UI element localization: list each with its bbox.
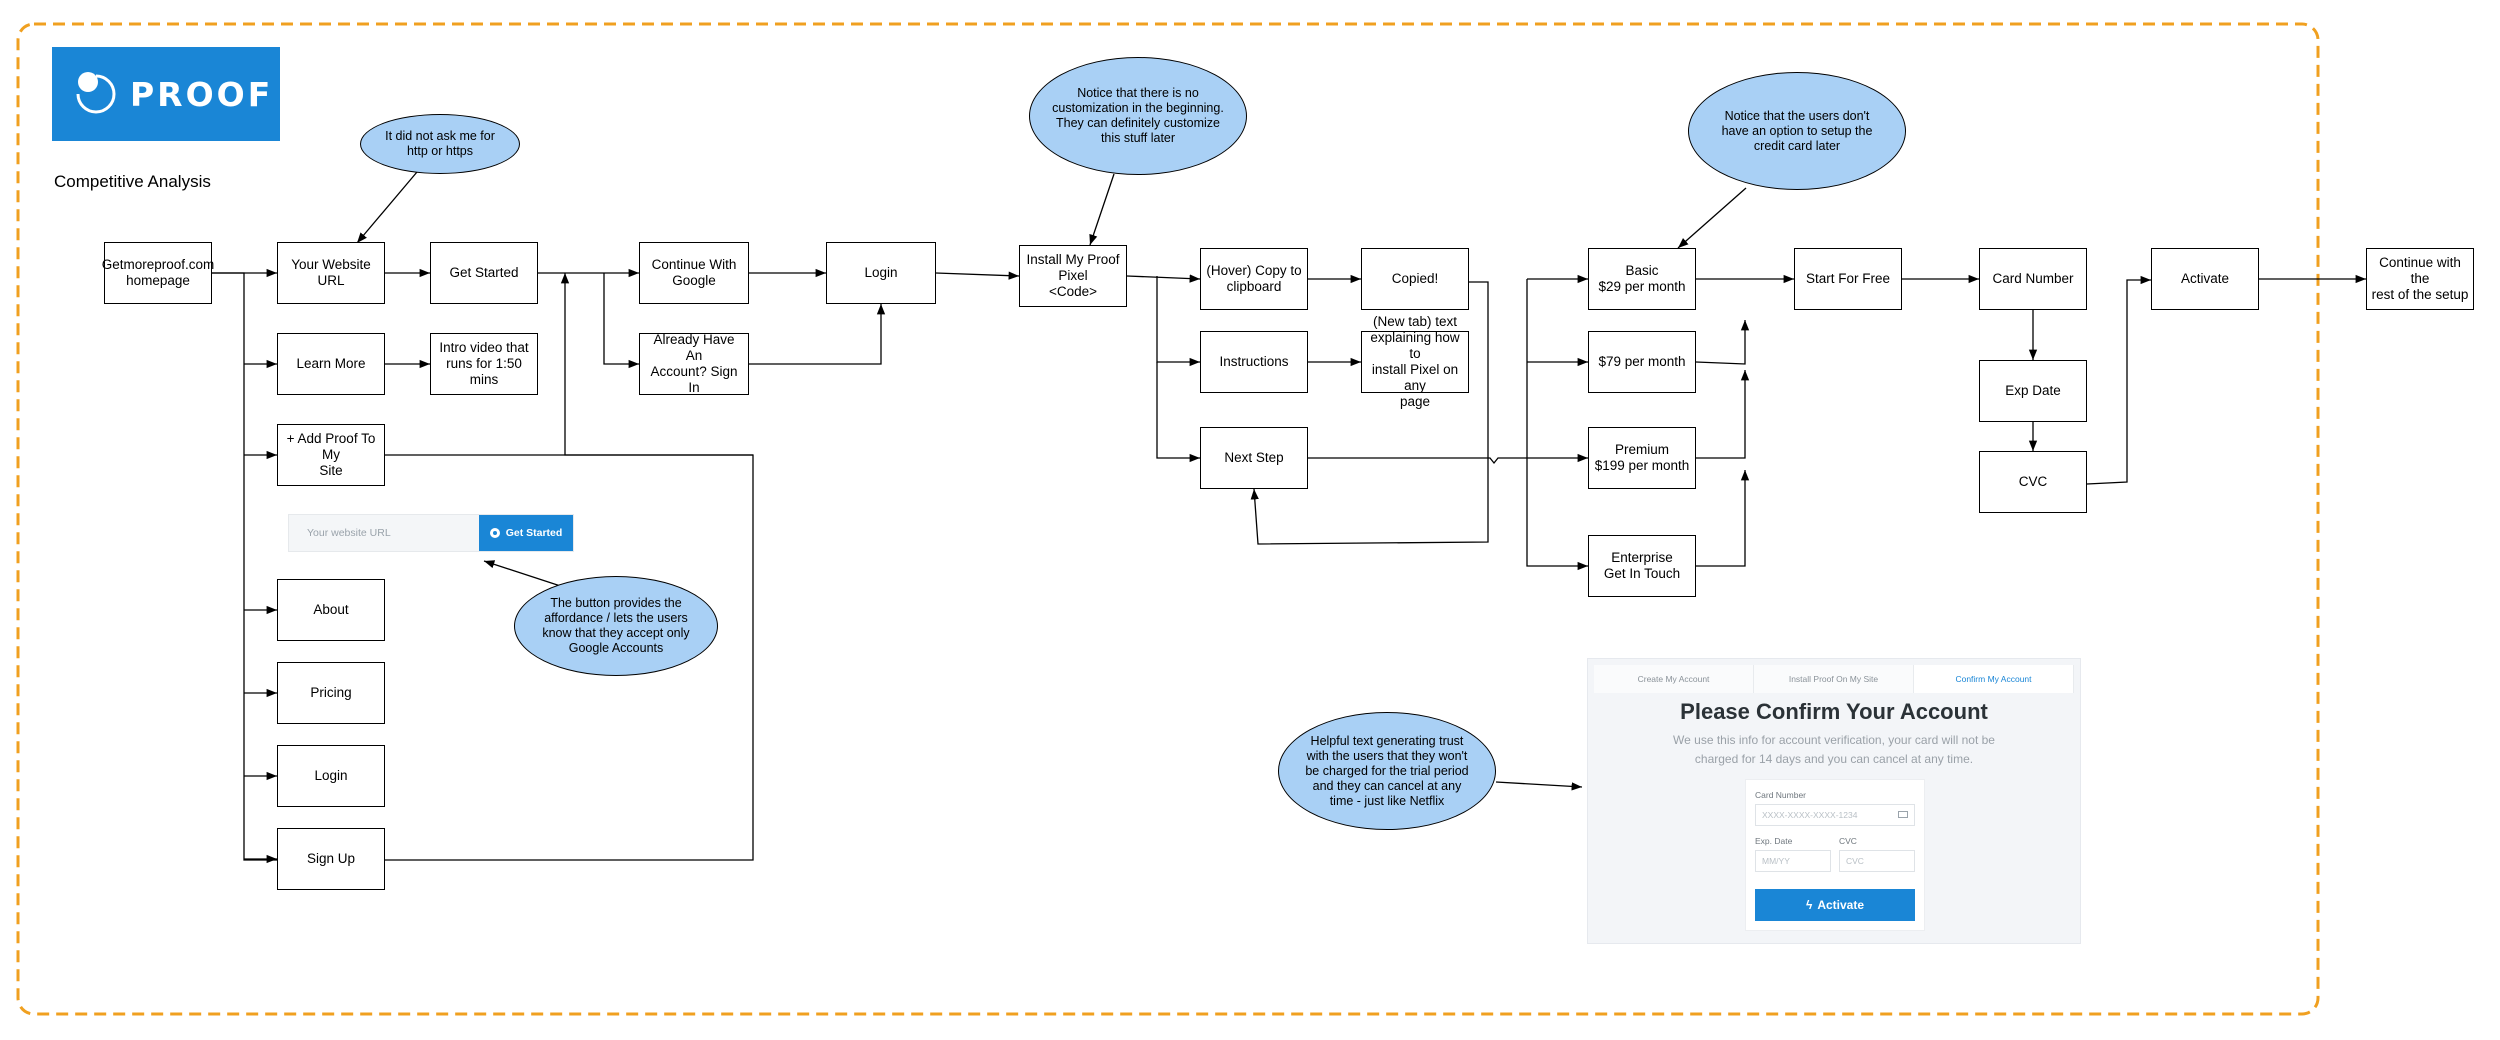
mock-card-number-placeholder: XXXX-XXXX-XXXX-1234 [1762, 810, 1858, 820]
node-enterprise-plan: Enterprise Get In Touch [1588, 535, 1696, 597]
mock-cvc-field: CVC [1839, 850, 1915, 872]
connector-11 [560, 273, 753, 456]
node-intro-video: Intro video that runs for 1:50 mins [430, 333, 538, 395]
credit-card-icon [1898, 811, 1908, 818]
connector-34 [2086, 275, 2151, 485]
node-add-proof: + Add Proof To My Site [277, 424, 385, 486]
connector-17 [1126, 274, 1201, 283]
google-icon [489, 528, 500, 538]
node-homepage: Getmoreproof.com homepage [102, 242, 214, 304]
node-login: Login [826, 242, 936, 304]
node-start-free: Start For Free [1794, 248, 1902, 310]
node-basic-plan: Basic $29 per month [1588, 248, 1696, 310]
connector-30 [1696, 470, 1750, 567]
mock-card-number-label: Card Number [1755, 790, 1807, 800]
node-79-plan: $79 per month [1588, 331, 1696, 393]
connector-25 [1526, 279, 1588, 571]
mock-card-number-field: XXXX-XXXX-XXXX-1234 [1755, 804, 1915, 826]
connector-40 [1495, 781, 1583, 791]
node-learn-more: Learn More [277, 333, 385, 395]
connector-13 [603, 273, 639, 369]
connector-16 [935, 271, 1020, 280]
connector-37 [1089, 173, 1115, 246]
mock-get-started-button: Get Started [479, 515, 573, 551]
connector-15 [749, 304, 886, 365]
connector-29 [1696, 370, 1750, 459]
connector-23 [1308, 453, 1588, 465]
node-next-step: Next Step [1200, 427, 1308, 489]
node-pricing: Pricing [277, 662, 385, 724]
mock-confirm-subtitle: We use this info for account verificatio… [1673, 733, 1995, 766]
node-card-number: Card Number [1979, 248, 2087, 310]
connector-lines [212, 171, 2366, 864]
mock-cvc-placeholder: CVC [1846, 856, 1864, 866]
node-website-url: Your Website URL [277, 242, 385, 304]
node-hover-copy: (Hover) Copy to clipboard [1200, 248, 1308, 310]
node-sign-up: Sign Up [277, 828, 385, 890]
mock-confirm-title: Please Confirm Your Account [1680, 699, 1988, 724]
website-url-placeholder: Your website URL [307, 527, 391, 539]
proof-logo-text: PROOF [130, 74, 274, 114]
connector-1 [212, 272, 277, 861]
proof-logo: PROOF [52, 47, 280, 141]
note-trust: Helpful text generating trust with the u… [1278, 712, 1496, 830]
node-continue-setup: Continue with the rest of the setup [2366, 248, 2474, 310]
confirm-account-mockup: Create My Account Install Proof On My Si… [1587, 658, 2081, 944]
mock-tabs: Create My Account Install Proof On My Si… [1594, 665, 2074, 693]
node-activate: Activate [2151, 248, 2259, 310]
node-new-tab-text: (New tab) text explaining how to install… [1361, 314, 1469, 409]
note-http: It did not ask me for http or https [360, 114, 520, 174]
node-already-account: Already Have An Account? Sign In [639, 332, 749, 395]
node-about: About [277, 579, 385, 641]
node-premium-plan: Premium $199 per month [1588, 427, 1696, 489]
node-exp-date: Exp Date [1979, 360, 2087, 422]
mock-exp-placeholder: MM/YY [1762, 856, 1790, 866]
mock-exp-label: Exp. Date [1755, 836, 1793, 846]
node-get-started: Get Started [430, 242, 538, 304]
node-instructions: Instructions [1200, 331, 1308, 393]
connector-38 [1677, 187, 1747, 249]
node-copied: Copied! [1361, 248, 1469, 310]
mock-cvc-label: CVC [1839, 836, 1857, 846]
node-cvc: CVC [1979, 451, 2087, 513]
mock-get-started-label: Get Started [505, 527, 563, 539]
mock-tab-install-proof: Install Proof On My Site [1754, 665, 1914, 693]
note-credit-card: Notice that the users don't have an opti… [1688, 72, 1906, 190]
website-url-mockup: Your website URL Get Started [288, 514, 574, 552]
page-title: Competitive Analysis [54, 172, 211, 191]
mock-activate-label: Activate [1817, 898, 1865, 912]
note-button: The button provides the affordance / let… [514, 576, 718, 676]
proof-logo-icon [72, 70, 120, 118]
node-continue-google: Continue With Google [639, 242, 749, 304]
bolt-icon: ϟ [1805, 898, 1813, 912]
connector-28 [1695, 320, 1750, 365]
connector-22 [1250, 281, 1489, 545]
note-customization: Notice that there is no customization in… [1029, 57, 1247, 175]
mock-tab-confirm-account: Confirm My Account [1914, 665, 2074, 693]
connector-36 [356, 171, 418, 244]
mock-activate-button: ϟ Activate [1755, 889, 1915, 921]
connector-19 [1156, 362, 1200, 463]
mock-tab-create-account: Create My Account [1594, 665, 1754, 693]
mock-exp-field: MM/YY [1755, 850, 1831, 872]
connector-18 [1156, 276, 1200, 367]
dashed-frame [16, 22, 2320, 1016]
node-login-nav: Login [277, 745, 385, 807]
mock-payment-card: Card Number XXXX-XXXX-XXXX-1234 Exp. Dat… [1745, 779, 1925, 931]
node-install-pixel: Install My Proof Pixel <Code> [1019, 245, 1127, 307]
